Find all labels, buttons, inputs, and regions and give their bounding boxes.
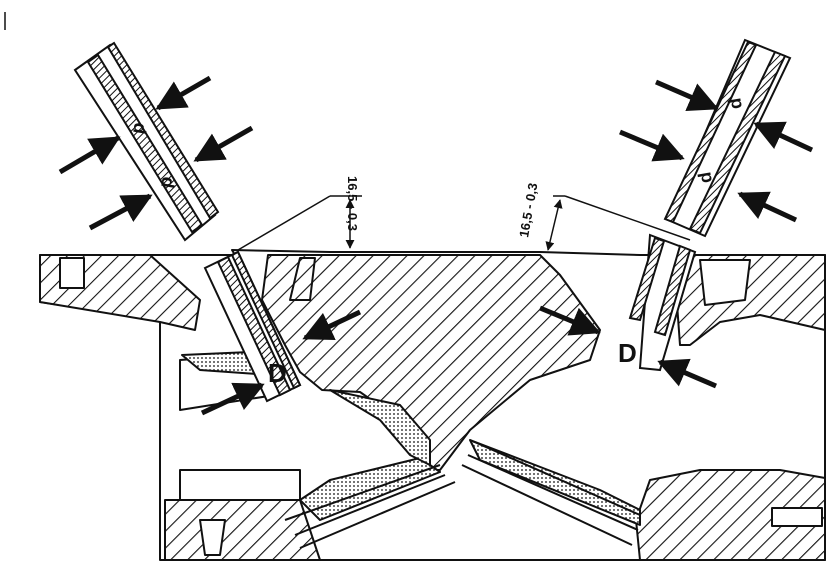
arrow-right-head-2	[657, 358, 717, 389]
arrow-right-guide-1	[655, 79, 719, 112]
right-dimension	[545, 195, 691, 251]
arrow-right-guide-2	[619, 129, 685, 162]
arrow-right-guide-3	[753, 121, 814, 153]
arrow-left-guide-3	[58, 135, 121, 175]
label-left-head-D: D	[268, 358, 287, 388]
cylinder-head-body	[39, 249, 826, 561]
label-right-guide-upper: d	[724, 96, 746, 110]
label-left-guide-lower: d	[157, 175, 179, 189]
arrow-left-guide-2	[193, 125, 254, 163]
label-right-guide-lower: d	[694, 170, 716, 184]
left-dimension	[237, 195, 362, 251]
arrow-right-head-1	[539, 305, 601, 336]
arrow-right-guide-4	[737, 191, 798, 223]
force-arrows	[58, 75, 814, 416]
left-valve-guide-installed	[203, 250, 302, 403]
left-valve-guide-part	[73, 41, 220, 242]
arrow-left-head-1	[302, 309, 362, 341]
label-right-head-D: D	[618, 338, 637, 368]
right-valve-guide-installed	[628, 233, 697, 372]
arrow-left-guide-4	[88, 193, 153, 231]
right-valve-guide-part	[663, 38, 792, 238]
label-left-guide-upper: d	[129, 121, 151, 135]
dimension-left-text: 16,5 - 0,3	[345, 176, 360, 231]
arrow-left-head-2	[200, 382, 265, 416]
arrow-left-guide-1	[155, 75, 212, 111]
dimension-right-text: 16,5 - 0,3	[516, 182, 540, 239]
